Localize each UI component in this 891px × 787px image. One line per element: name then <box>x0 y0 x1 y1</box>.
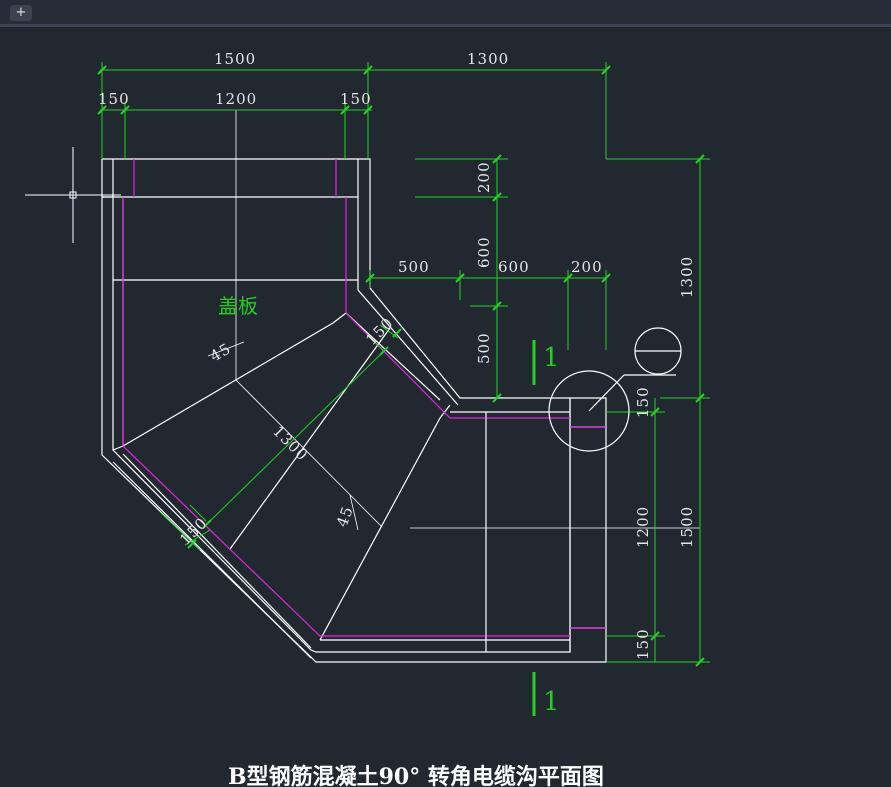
dim-right-1500: 1500 <box>678 506 696 548</box>
dimension-lines <box>100 62 710 716</box>
dim-right-600: 600 <box>475 236 493 268</box>
center-lines <box>207 110 700 652</box>
drawing-title: B型钢筋混凝土90° 转角电缆沟平面图 <box>228 764 604 787</box>
dim-mid-200: 200 <box>571 258 603 276</box>
dim-mid-500: 500 <box>398 258 430 276</box>
dim-far-right-1300: 1300 <box>678 256 696 298</box>
dim-top-1200: 1200 <box>215 90 257 108</box>
dim-mid-600: 600 <box>498 258 530 276</box>
trench-outline <box>101 158 607 663</box>
dim-angle-45-a: 45 <box>207 339 234 365</box>
new-tab-button[interactable]: + <box>10 5 32 21</box>
dim-top-150-left: 150 <box>98 90 130 108</box>
section-mark-top: 1 <box>543 343 560 373</box>
dim-top-1500: 1500 <box>214 50 256 68</box>
detail-circles <box>548 327 682 452</box>
dimension-ticks <box>97 65 705 667</box>
cover-plate-label: 盖板 <box>218 294 258 318</box>
dimension-labels: 1500 1300 150 1200 150 200 600 500 500 6… <box>98 50 696 660</box>
drawing-canvas[interactable]: 1500 1300 150 1200 150 200 600 500 500 6… <box>0 27 891 787</box>
tab-bar: + <box>0 0 891 27</box>
inner-reinforcement-lines <box>122 159 606 637</box>
dim-right-150-top: 150 <box>634 386 652 418</box>
dim-angle-45-b: 45 <box>333 503 357 529</box>
cad-drawing: 1500 1300 150 1200 150 200 600 500 500 6… <box>25 50 710 787</box>
dim-top-1300: 1300 <box>467 50 509 68</box>
dim-diag-150-b: 150 <box>362 314 397 349</box>
dim-right-500: 500 <box>475 332 493 364</box>
dim-right-200: 200 <box>475 161 493 193</box>
crosshair-cursor-icon <box>25 147 121 243</box>
dim-right-150-bottom: 150 <box>634 628 652 660</box>
section-mark-bottom: 1 <box>543 687 560 717</box>
dim-right-1200: 1200 <box>634 506 652 548</box>
dim-top-150-right: 150 <box>340 90 372 108</box>
